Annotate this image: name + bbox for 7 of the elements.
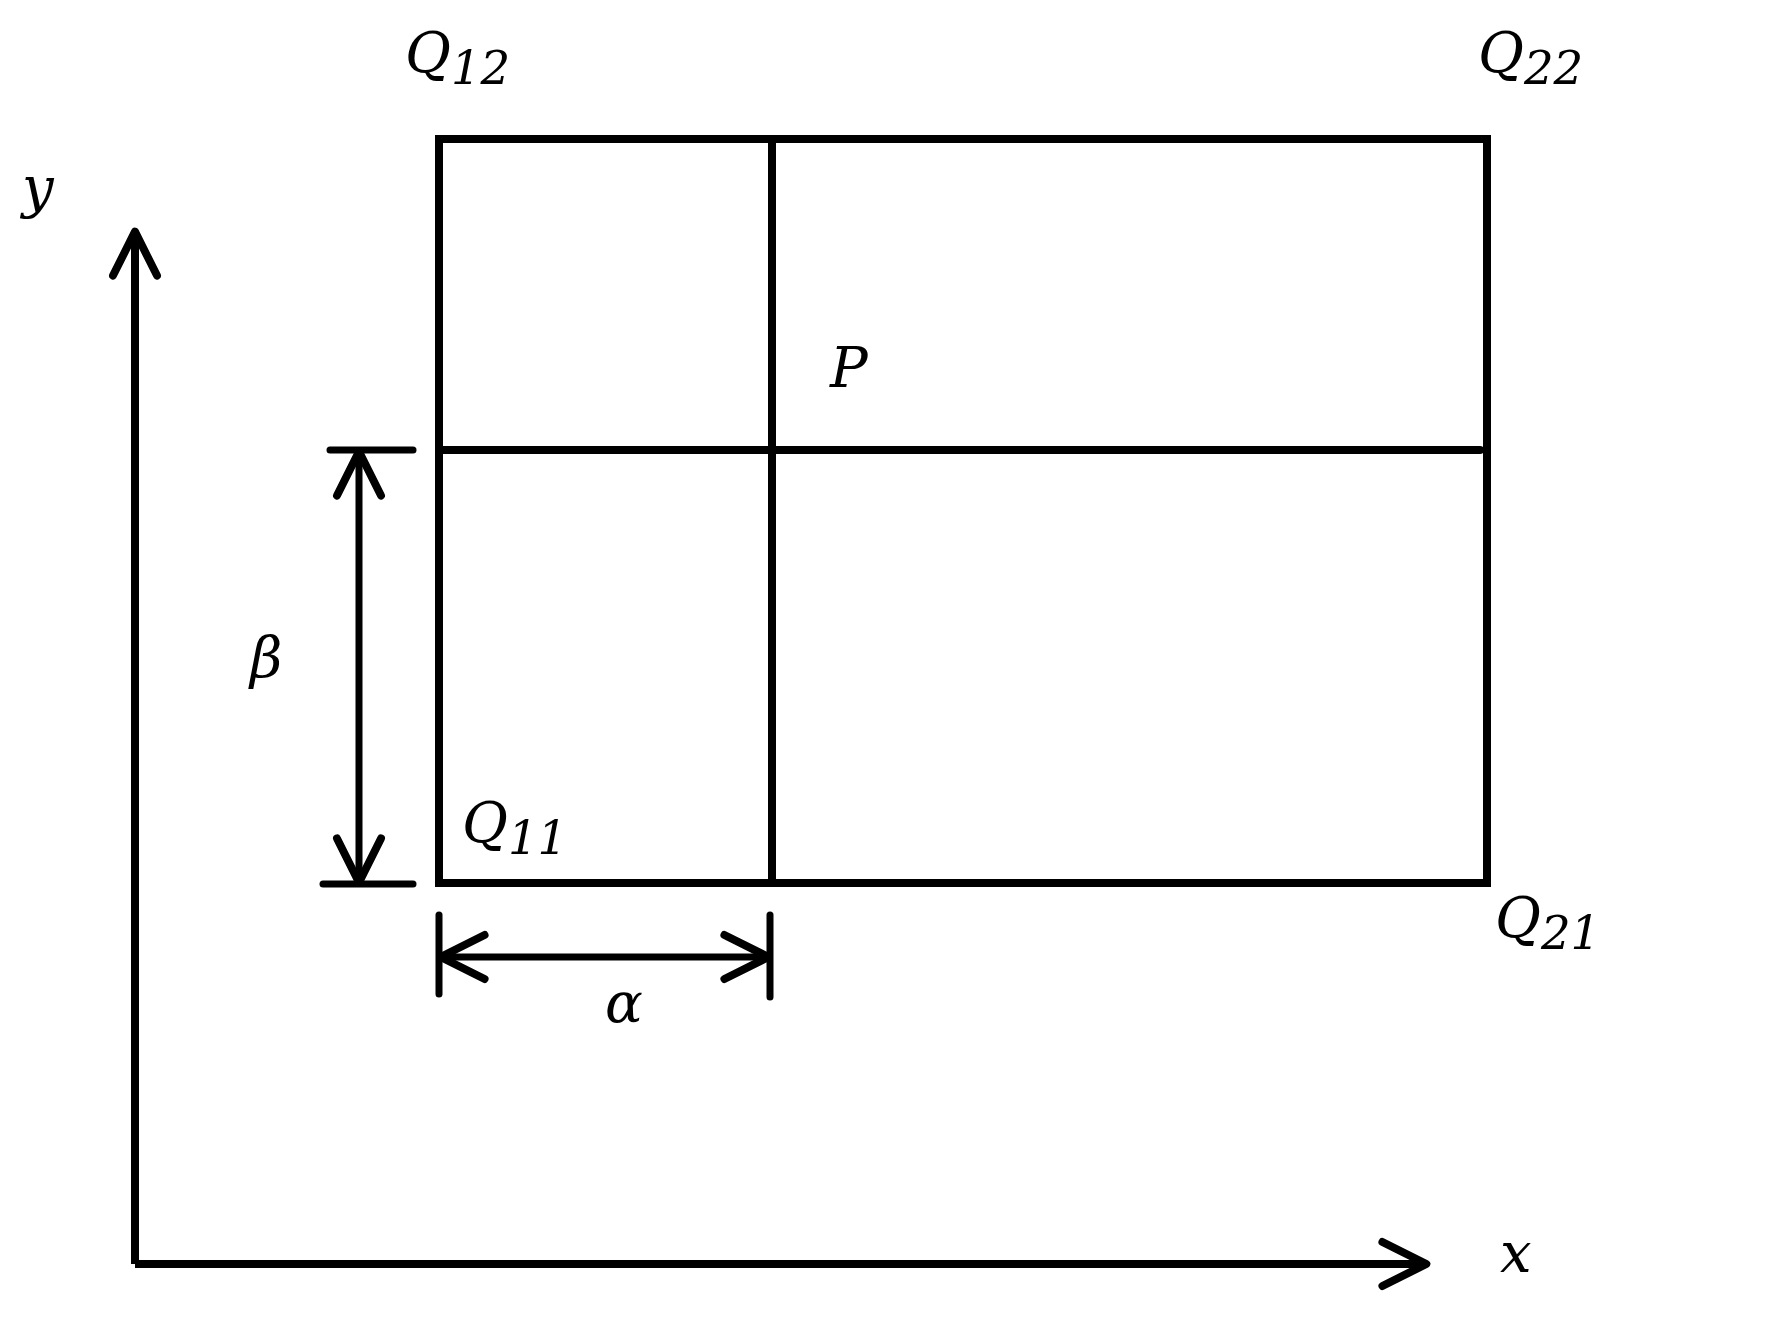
point-label: Q$_{12}$ [405, 25, 511, 92]
point-label: P [830, 340, 868, 396]
point-label: Q$_{22}$ [1478, 25, 1584, 92]
point-label: Q$_{11}$ [462, 795, 568, 862]
axis-label: x [1500, 1225, 1532, 1281]
point-label: Q$_{21}$ [1495, 890, 1601, 957]
dimension-label: α [605, 975, 643, 1031]
